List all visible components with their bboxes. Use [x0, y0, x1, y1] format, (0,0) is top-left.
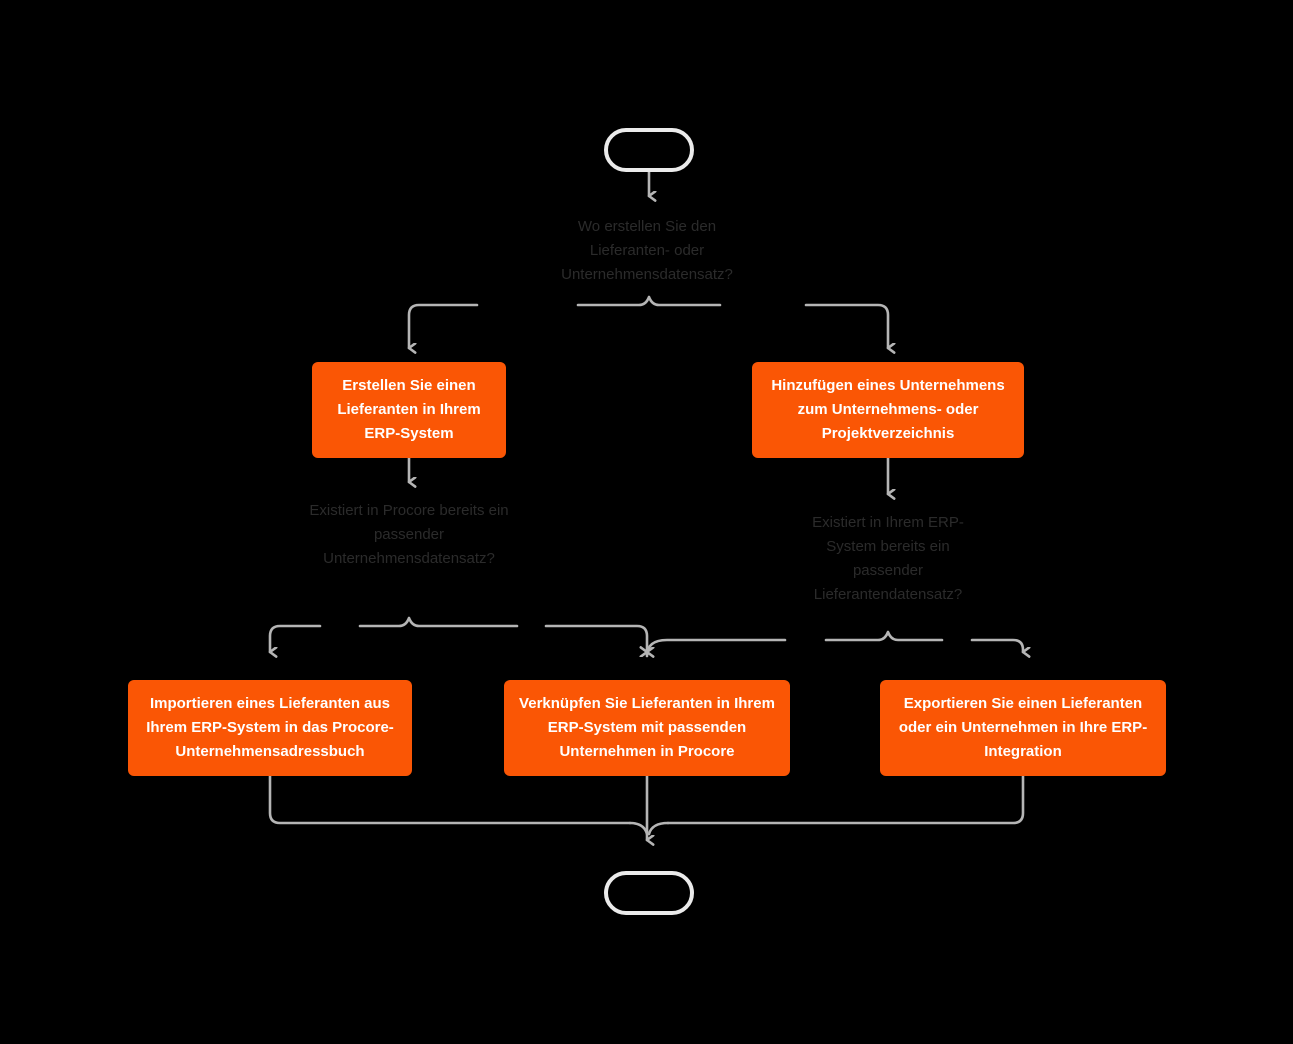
start-terminator[interactable]	[604, 128, 694, 172]
edge-export-to-end	[666, 774, 1025, 825]
edge-decision2-to-link	[544, 624, 647, 652]
edge-decision3-split-bar	[824, 630, 944, 642]
end-terminator[interactable]	[604, 871, 694, 915]
process-box-label: Erstellen Sie einen Lieferanten in Ihrem…	[337, 377, 481, 442]
edge-decision3-to-link	[647, 638, 787, 658]
edge-decision1-split-bar	[576, 295, 722, 307]
process-box-label: Verknüpfen Sie Lieferanten in Ihrem ERP-…	[519, 695, 775, 760]
edge-decision2-to-import	[270, 624, 322, 652]
process-box-import-supplier-to-procore[interactable]: Importieren eines Lieferanten aus Ihrem …	[128, 680, 412, 776]
process-box-add-company-to-directory[interactable]: Hinzufügen eines Unternehmens zum Untern…	[752, 362, 1024, 458]
decision-label-matching-company-in-procore: Existiert in Procore bereits ein passend…	[309, 502, 509, 567]
edge-decision1-to-add-company	[804, 303, 888, 348]
process-box-label: Importieren eines Lieferanten aus Ihrem …	[146, 695, 394, 760]
process-box-label: Exportieren Sie einen Lieferanten oder e…	[898, 695, 1148, 760]
edge-merge-fillet-left	[628, 821, 649, 836]
edge-decision2-split-bar	[358, 616, 519, 628]
process-box-export-to-erp-integration[interactable]: Exportieren Sie einen Lieferanten oder e…	[880, 680, 1166, 776]
edge-decision3-to-export	[970, 638, 1023, 652]
edge-import-to-end	[268, 774, 632, 825]
process-box-label: Hinzufügen eines Unternehmens zum Untern…	[771, 377, 1005, 442]
process-box-create-supplier-in-erp[interactable]: Erstellen Sie einen Lieferanten in Ihrem…	[312, 362, 506, 458]
decision-label-where-create-record: Wo erstellen Sie den Lieferanten- oder U…	[561, 218, 733, 283]
edge-decision1-to-erp-supplier	[409, 303, 479, 348]
decision-label-matching-supplier-in-erp: Existiert in Ihrem ERP-System bereits ei…	[812, 514, 964, 603]
process-box-link-supplier-to-company[interactable]: Verknüpfen Sie Lieferanten in Ihrem ERP-…	[504, 680, 790, 776]
edge-merge-fillet-right	[647, 821, 670, 836]
